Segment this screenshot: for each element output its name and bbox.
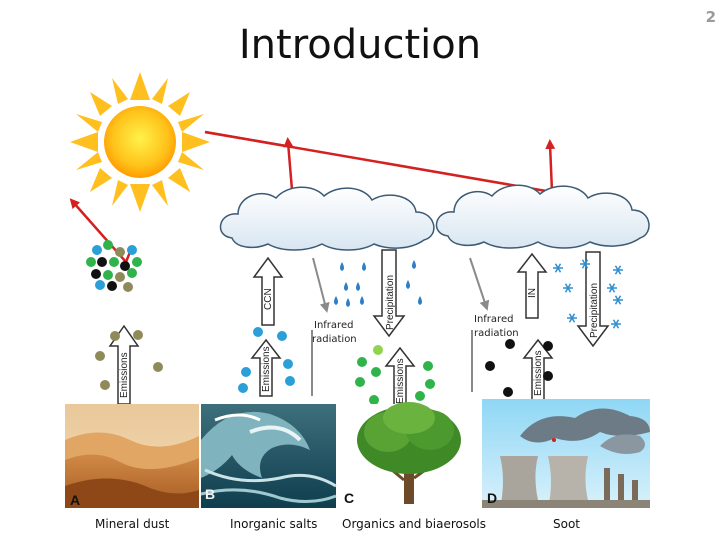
cloud-icon	[219, 186, 435, 251]
snowflake-icon	[553, 259, 623, 329]
emissions-label: Emissions	[395, 358, 406, 404]
soot-particles	[485, 339, 553, 397]
infrared-label: Infrared	[314, 320, 353, 331]
salt-particles	[238, 327, 295, 393]
photo-letter-b: B	[205, 486, 216, 502]
organic-particles	[355, 345, 435, 405]
infrared-label: radiation	[312, 334, 357, 345]
emissions-up-arrow-icon	[250, 338, 282, 397]
photo-letter-a: A	[70, 492, 81, 508]
emissions-label: Emissions	[533, 350, 544, 396]
sun-icon	[70, 72, 210, 212]
infrared-label: Infrared	[474, 314, 513, 325]
precipitation-down-arrow-icon	[372, 249, 406, 338]
emissions-label: Emissions	[119, 352, 130, 398]
sunray-to-cloud-2	[204, 130, 553, 194]
ccn-up-arrow-icon	[252, 256, 284, 326]
precipitation-down-arrow-icon	[576, 251, 610, 348]
page-title: Introduction	[238, 22, 482, 68]
caption-organics: Organics and biaerosols	[342, 517, 487, 531]
caption-mineral-dust: Mineral dust	[95, 517, 170, 531]
desert-photo	[65, 404, 199, 508]
page-number: 2	[705, 8, 716, 26]
photo-letter-c: C	[344, 490, 355, 506]
precipitation-label: Precipitation	[589, 283, 600, 338]
caption-soot: Soot	[553, 517, 581, 531]
caption-inorganic-salts: Inorganic salts	[230, 517, 318, 531]
emissions-up-arrow-icon	[108, 324, 140, 405]
tree-photo	[338, 402, 480, 508]
aerosol-cluster	[86, 240, 142, 292]
in-up-arrow-icon	[516, 252, 548, 319]
reflection-2	[545, 139, 556, 193]
ccn-label: CCN	[263, 288, 274, 310]
reflection-1	[283, 137, 294, 191]
mineral-dust-particles	[95, 330, 163, 390]
raindrop-icon	[334, 260, 422, 307]
power-plant-photo	[482, 399, 650, 508]
emissions-up-arrow-icon	[384, 346, 416, 409]
infrared-arrows	[311, 257, 490, 396]
ocean-wave-photo	[200, 404, 337, 508]
infrared-label: radiation	[474, 328, 519, 339]
cloud-icon	[435, 184, 650, 249]
precipitation-label: Precipitation	[385, 275, 396, 330]
emissions-label: Emissions	[261, 346, 272, 392]
in-label: IN	[527, 288, 538, 298]
photo-letter-d: D	[487, 490, 498, 506]
